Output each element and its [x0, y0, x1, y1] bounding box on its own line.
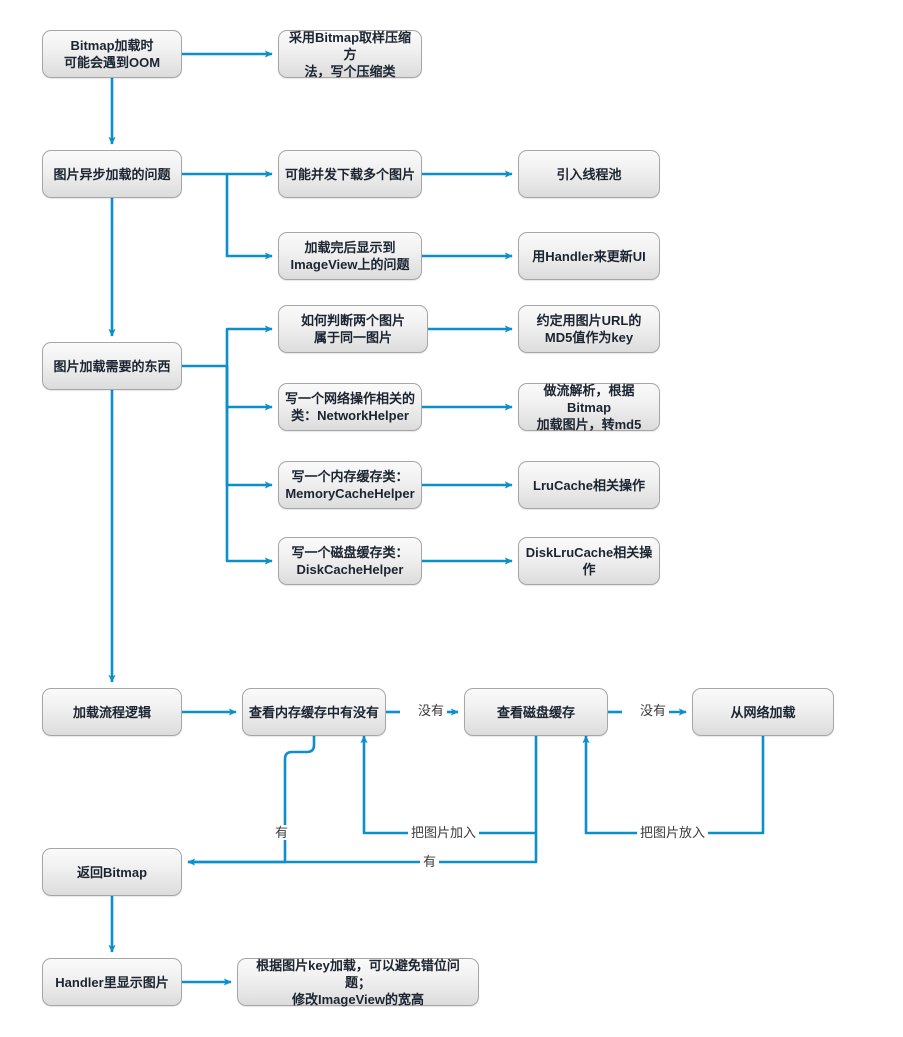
node-label: DiskLruCache相关操作 — [525, 545, 653, 577]
node-async-load-problem[interactable]: 图片异步加载的问题 — [42, 150, 182, 198]
node-label: 加载流程逻辑 — [72, 704, 151, 720]
node-same-image-check[interactable]: 如何判断两个图片 属于同一图片 — [278, 305, 428, 353]
node-bitmap-oom[interactable]: Bitmap加载时 可能会遇到OOM — [42, 30, 182, 78]
node-url-md5-key[interactable]: 约定用图片URL的 MD5值作为key — [518, 305, 660, 353]
node-label: LruCache相关操作 — [533, 477, 645, 493]
node-label: 如何判断两个图片 属于同一图片 — [300, 313, 405, 345]
edge-label-memcache-miss: 没有 — [415, 703, 448, 718]
edge-needs-to-network — [225, 366, 273, 411]
node-memory-cache-helper[interactable]: 写一个内存缓存类： MemoryCacheHelper — [278, 461, 422, 509]
node-label: 根据图片key加载，可以避免错位问题； 修改ImageView的宽高 — [256, 957, 460, 1007]
edge-label-diskcache-hit: 有 — [420, 854, 440, 869]
node-label: 查看磁盘缓存 — [496, 704, 575, 720]
node-lrucache-ops[interactable]: LruCache相关操作 — [518, 461, 660, 509]
node-label: 用Handler来更新UI — [532, 248, 646, 264]
node-label: Bitmap加载时 可能会遇到OOM — [63, 38, 161, 70]
node-network-helper[interactable]: 写一个网络操作相关的 类：NetworkHelper — [278, 383, 422, 431]
node-label: 引入线程池 — [556, 166, 622, 182]
node-label: 从网络加载 — [730, 704, 796, 720]
node-check-memory-cache[interactable]: 查看内存缓存中有没有 — [242, 688, 386, 736]
edge-disklookup-has-to-return — [188, 833, 538, 864]
edge-label-add-image-to-memcache: 把图片加入 — [408, 825, 480, 840]
edge-needs-to-samekey — [182, 325, 273, 368]
node-label: 采用Bitmap取样压缩方 法，写个压缩类 — [288, 29, 412, 79]
edge-label-memcache-hit: 有 — [272, 825, 292, 840]
edge-disk-add-to-memcache — [360, 735, 538, 835]
node-load-flow-logic[interactable]: 加载流程逻辑 — [42, 688, 182, 736]
edge-async-to-imageview — [225, 174, 273, 260]
node-label: 图片加载需要的东西 — [53, 358, 171, 374]
node-handler-update-ui[interactable]: 用Handler来更新UI — [518, 232, 660, 280]
node-bitmap-sampling-compress[interactable]: 采用Bitmap取样压缩方 法，写个压缩类 — [278, 29, 422, 79]
node-label: 写一个内存缓存类： MemoryCacheHelper — [285, 469, 415, 501]
node-concurrent-download[interactable]: 可能并发下载多个图片 — [278, 150, 422, 198]
node-label: 可能并发下载多个图片 — [285, 166, 416, 182]
node-label: 约定用图片URL的 MD5值作为key — [536, 313, 642, 345]
node-check-disk-cache[interactable]: 查看磁盘缓存 — [464, 688, 608, 736]
node-label: 图片异步加载的问题 — [53, 166, 171, 182]
edge-needs-to-diskcache — [225, 366, 273, 565]
node-image-load-requirements[interactable]: 图片加载需要的东西 — [42, 342, 182, 390]
node-disk-cache-helper[interactable]: 写一个磁盘缓存类： DiskCacheHelper — [278, 537, 422, 585]
node-load-from-network[interactable]: 从网络加载 — [692, 688, 834, 736]
edge-memlookup-has-to-return — [187, 736, 316, 866]
node-label: 写一个磁盘缓存类： DiskCacheHelper — [291, 545, 409, 577]
node-label: 返回Bitmap — [76, 864, 148, 880]
node-stream-parse-md5[interactable]: 做流解析，根据Bitmap 加载图片，转md5 — [518, 382, 660, 432]
node-imageview-display-problem[interactable]: 加载完后显示到 ImageView上的问题 — [278, 232, 422, 280]
node-label: 做流解析，根据Bitmap 加载图片，转md5 — [536, 382, 642, 432]
edge-label-diskcache-miss: 没有 — [637, 703, 670, 718]
node-disklrucache-ops[interactable]: DiskLruCache相关操作 — [518, 537, 660, 585]
edge-network-put-to-diskcache — [582, 735, 765, 835]
node-handler-show-image[interactable]: Handler里显示图片 — [42, 958, 182, 1006]
node-thread-pool[interactable]: 引入线程池 — [518, 150, 660, 198]
node-label: Handler里显示图片 — [55, 974, 169, 990]
node-load-by-key-avoid-misplace[interactable]: 根据图片key加载，可以避免错位问题； 修改ImageView的宽高 — [237, 957, 479, 1007]
node-label: 加载完后显示到 ImageView上的问题 — [290, 240, 410, 272]
node-label: 查看内存缓存中有没有 — [249, 704, 380, 720]
edge-label-put-image-to-diskcache: 把图片放入 — [637, 825, 709, 840]
node-label: 写一个网络操作相关的 类：NetworkHelper — [285, 391, 416, 423]
edge-needs-to-memcache — [225, 366, 273, 489]
node-return-bitmap[interactable]: 返回Bitmap — [42, 848, 182, 896]
